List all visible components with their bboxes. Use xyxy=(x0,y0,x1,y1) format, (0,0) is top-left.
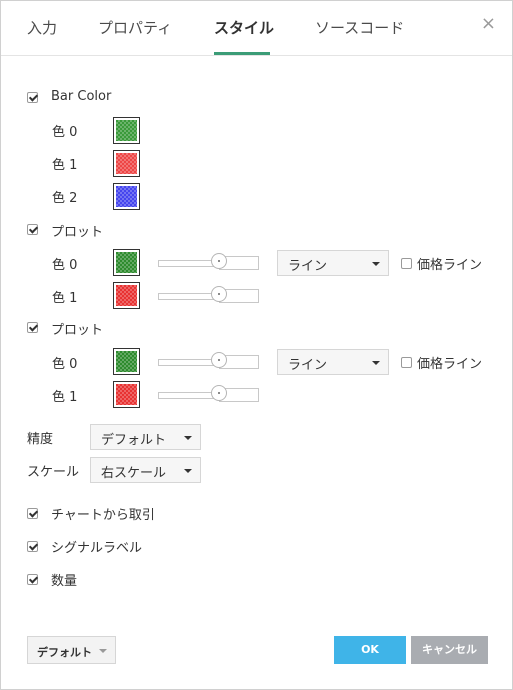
precision-label: 精度 xyxy=(27,432,54,447)
plot-2-price-line-label: 価格ライン xyxy=(417,357,483,372)
plot-2-color-1-swatch[interactable] xyxy=(113,381,140,408)
bar-color-1-label: 色 1 xyxy=(52,158,78,173)
plot-1-color-1-label: 色 1 xyxy=(52,291,78,306)
scale-label: スケール xyxy=(27,465,80,480)
tab-source-code[interactable]: ソースコード xyxy=(315,19,405,37)
plot-2-checkbox[interactable] xyxy=(27,322,38,333)
bar-color-2-label: 色 2 xyxy=(52,191,78,206)
plot-2-color-0-opacity-slider[interactable] xyxy=(158,352,259,369)
signal-labels-checkbox[interactable] xyxy=(27,541,38,552)
plot-1-color-1-opacity-slider[interactable] xyxy=(158,286,259,303)
tab-properties[interactable]: プロパティ xyxy=(98,19,173,37)
active-tab-indicator xyxy=(214,52,270,55)
bar-color-0-label: 色 0 xyxy=(52,125,78,140)
chevron-down-icon xyxy=(372,361,380,365)
plot-1-color-1-swatch[interactable] xyxy=(113,282,140,309)
tab-bar: 入力 プロパティ スタイル ソースコード × xyxy=(1,1,512,56)
chevron-down-icon xyxy=(184,436,192,440)
slider-thumb[interactable] xyxy=(211,286,227,302)
quantity-label: 数量 xyxy=(51,574,78,589)
close-icon[interactable]: × xyxy=(480,13,496,34)
cancel-button[interactable]: キャンセル xyxy=(411,636,488,664)
scale-select[interactable]: 右スケール xyxy=(90,457,201,483)
plot-1-label: プロット xyxy=(51,225,104,240)
chevron-down-icon xyxy=(372,262,380,266)
chevron-down-icon xyxy=(99,649,107,653)
trade-from-chart-checkbox[interactable] xyxy=(27,508,38,519)
plot-1-line-style-select[interactable]: ライン xyxy=(277,250,389,276)
plot-2-color-1-opacity-slider[interactable] xyxy=(158,385,259,402)
plot-1-color-0-swatch[interactable] xyxy=(113,249,140,276)
plot-1-price-line-label: 価格ライン xyxy=(417,258,483,273)
slider-thumb[interactable] xyxy=(211,253,227,269)
slider-thumb[interactable] xyxy=(211,352,227,368)
tab-style[interactable]: スタイル xyxy=(214,19,275,37)
quantity-checkbox[interactable] xyxy=(27,574,38,585)
tab-input[interactable]: 入力 xyxy=(27,19,58,37)
defaults-dropdown-button[interactable]: デフォルト xyxy=(27,636,116,664)
plot-1-color-0-label: 色 0 xyxy=(52,258,78,273)
plot-2-color-0-swatch[interactable] xyxy=(113,348,140,375)
plot-2-price-line-checkbox[interactable] xyxy=(401,357,412,368)
signal-labels-label: シグナルラベル xyxy=(51,541,143,556)
plot-1-price-line-checkbox[interactable] xyxy=(401,258,412,269)
bar-color-0-swatch[interactable] xyxy=(113,117,140,144)
plot-2-color-1-label: 色 1 xyxy=(52,390,78,405)
plot-2-label: プロット xyxy=(51,323,104,338)
bar-color-1-swatch[interactable] xyxy=(113,150,140,177)
trade-from-chart-label: チャートから取引 xyxy=(51,508,155,523)
bar-color-2-swatch[interactable] xyxy=(113,183,140,210)
plot-2-color-0-label: 色 0 xyxy=(52,357,78,372)
bar-color-label: Bar Color xyxy=(51,89,112,104)
precision-select[interactable]: デフォルト xyxy=(90,424,201,450)
plot-1-checkbox[interactable] xyxy=(27,224,38,235)
slider-thumb[interactable] xyxy=(211,385,227,401)
chevron-down-icon xyxy=(184,469,192,473)
ok-button[interactable]: OK xyxy=(334,636,406,664)
plot-1-color-0-opacity-slider[interactable] xyxy=(158,253,259,270)
plot-2-line-style-select[interactable]: ライン xyxy=(277,349,389,375)
bar-color-checkbox[interactable] xyxy=(27,92,38,103)
